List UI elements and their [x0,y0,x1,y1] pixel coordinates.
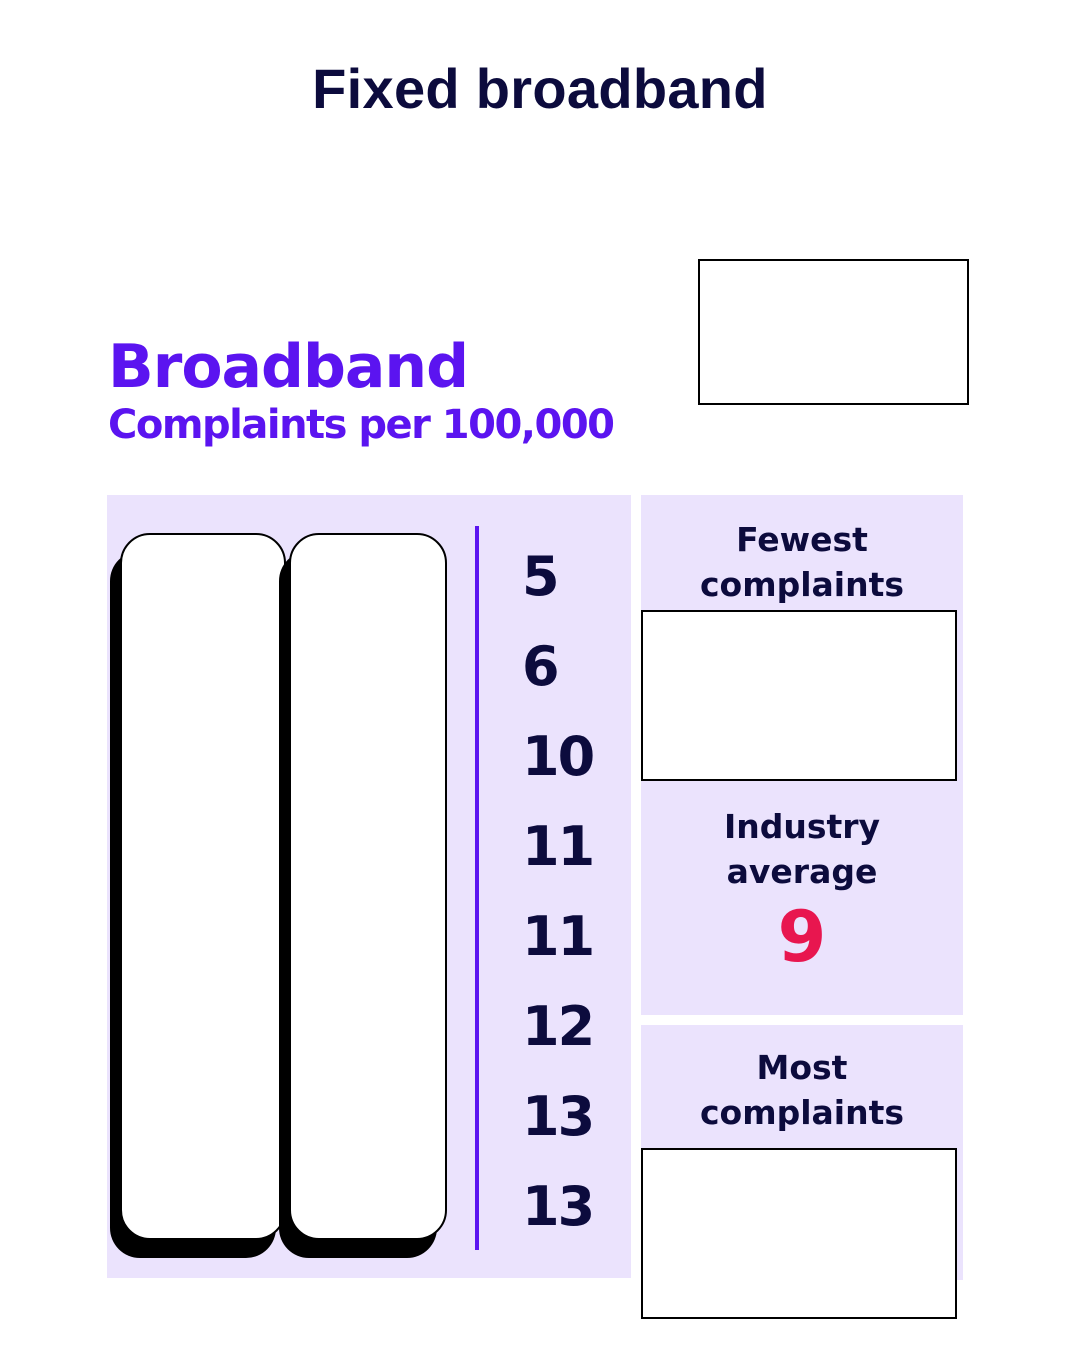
brand-logo-placeholder [698,259,969,405]
section-heading: Broadband [108,332,469,402]
provider-logos-column-left [120,533,286,1240]
provider-logos-column-right [289,533,447,1240]
page-title: Fixed broadband [312,57,768,120]
ranking-value: 12 [522,995,595,1058]
ranking-value: 11 [522,815,595,878]
most-provider-logo-placeholder [641,1148,957,1319]
industry-average-panel [641,780,963,1015]
most-complaints-label: Most complaints [641,1045,963,1135]
fewest-label-line2: complaints [699,565,905,604]
industry-average-value: 9 [777,896,827,978]
industry-average-label: Industry average [641,804,963,894]
ranking-divider [475,526,479,1250]
ranking-value: 11 [522,905,595,968]
section-subheading: Complaints per 100,000 [108,402,615,448]
ranking-value: 13 [522,1085,595,1148]
ranking-value: 13 [522,1175,595,1238]
average-label-line2: average [726,852,878,891]
fewest-provider-logo-placeholder [641,610,957,781]
fewest-label-line1: Fewest [736,520,868,559]
most-label-line2: complaints [699,1093,905,1132]
ranking-value: 5 [522,545,560,608]
fewest-complaints-label: Fewest complaints [641,517,963,607]
most-label-line1: Most [756,1048,848,1087]
ranking-value: 6 [522,635,560,698]
ranking-value: 10 [522,725,595,788]
average-label-line1: Industry [723,807,881,846]
